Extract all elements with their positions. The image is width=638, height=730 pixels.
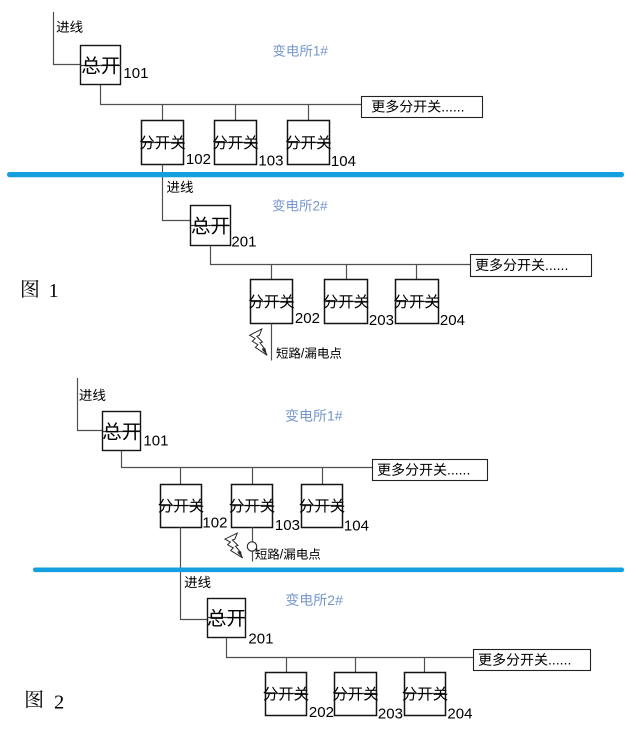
svg-text:......: ...... — [545, 257, 568, 273]
svg-text:202: 202 — [295, 310, 320, 327]
svg-text:103: 103 — [275, 517, 300, 534]
svg-text:203: 203 — [378, 705, 403, 722]
svg-text:201: 201 — [248, 630, 273, 647]
svg-text:2#: 2# — [313, 199, 329, 214]
svg-text:2: 2 — [54, 691, 64, 713]
svg-text:101: 101 — [123, 65, 148, 82]
svg-text:101: 101 — [143, 432, 168, 449]
svg-text:104: 104 — [344, 517, 369, 534]
svg-text:103: 103 — [258, 152, 283, 169]
svg-text:1#: 1# — [327, 408, 343, 424]
svg-text:......: ...... — [548, 652, 571, 668]
svg-text:2#: 2# — [327, 592, 343, 608]
svg-text:1: 1 — [49, 280, 59, 302]
svg-text:102: 102 — [186, 151, 211, 168]
svg-text:104: 104 — [331, 153, 356, 170]
svg-text:201: 201 — [231, 233, 256, 250]
svg-text:202: 202 — [309, 704, 334, 721]
svg-text:/: / — [301, 347, 305, 361]
svg-text:1#: 1# — [313, 44, 329, 59]
svg-text:204: 204 — [440, 312, 465, 329]
svg-text:203: 203 — [369, 312, 394, 329]
svg-text:......: ...... — [441, 98, 464, 114]
svg-text:102: 102 — [202, 514, 227, 531]
svg-text:/: / — [280, 548, 284, 562]
svg-text:......: ...... — [447, 462, 470, 478]
svg-text:204: 204 — [447, 705, 472, 722]
